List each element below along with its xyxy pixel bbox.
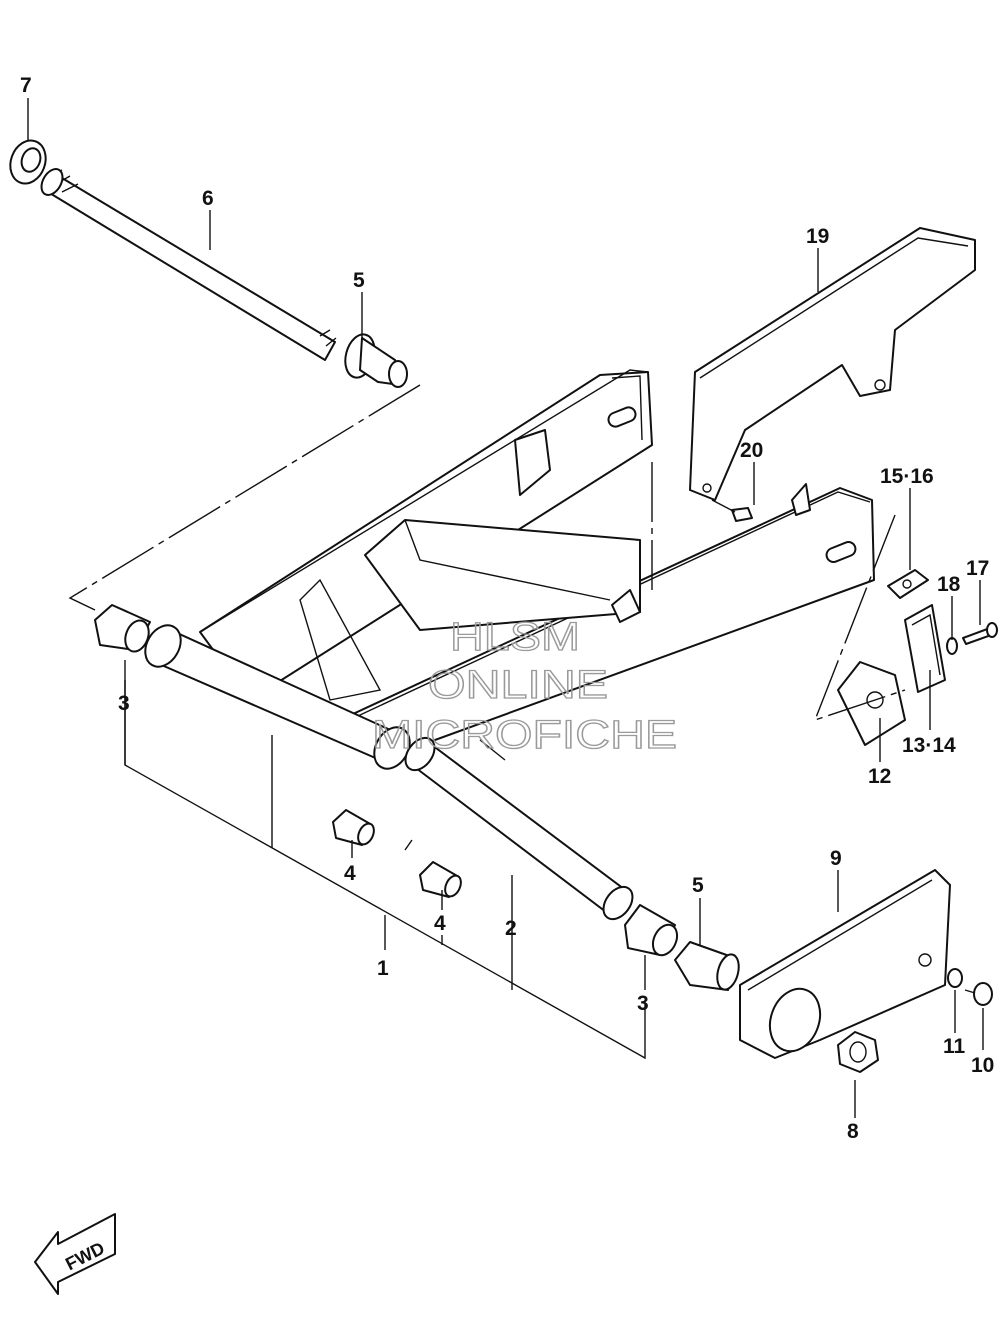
bolt-10 [964,982,993,1006]
reference-lines [68,384,906,1060]
callout-7: 7 [20,74,32,97]
collar-11 [947,968,963,988]
callout-19: 19 [806,225,829,248]
callout-5-lower: 5 [692,874,704,897]
adjuster-bolt [962,622,998,645]
callout-labels: 7 6 5 19 20 15·16 17 18 13·14 12 3 4 4 2… [20,74,994,1143]
callout-20: 20 [740,439,763,462]
pivot-nut [9,139,47,185]
callout-5-upper: 5 [353,269,365,292]
callout-9: 9 [830,847,842,870]
callout-1: 1 [377,957,389,980]
callout-8: 8 [847,1120,859,1143]
callout-4-b: 4 [434,912,446,935]
callout-4-a: 4 [344,862,356,885]
bearing-right [624,904,679,957]
callout-2: 2 [505,917,517,940]
leader-lines [27,98,984,1118]
callout-3-left: 3 [118,692,130,715]
screw-20 [711,499,753,522]
chain-case [689,227,976,501]
callout-3-right: 3 [637,992,649,1015]
pivot-bolt [40,168,337,361]
bearing-left [94,604,151,653]
watermark-line-3: MICROFICHE [372,713,677,757]
adjuster-washer [946,637,958,655]
adjuster-bracket [837,661,906,746]
watermark-line-1: HLSM [450,615,580,659]
collar-upper [344,333,408,388]
callout-13-14: 13·14 [902,734,956,757]
pivot-shaft [404,736,634,921]
callout-18: 18 [937,573,961,596]
callout-11: 11 [943,1035,966,1058]
swingarm [144,369,875,770]
adjuster-block [904,604,946,693]
callout-12: 12 [868,765,891,788]
needle-bearing-a [332,809,375,846]
callout-15-16: 15·16 [880,465,934,488]
callout-10: 10 [971,1054,994,1077]
forward-direction-arrow: FWD [34,1213,116,1295]
callout-6: 6 [202,187,214,210]
watermark: HLSM ONLINE MICROFICHE [371,614,677,757]
callout-17: 17 [966,557,989,580]
watermark-line-2: ONLINE [428,663,608,707]
adjuster-plate [887,569,929,599]
nut-8 [837,1031,879,1073]
collar-lower [674,941,740,991]
chain-guard [739,869,951,1059]
needle-bearing-b [419,861,462,898]
